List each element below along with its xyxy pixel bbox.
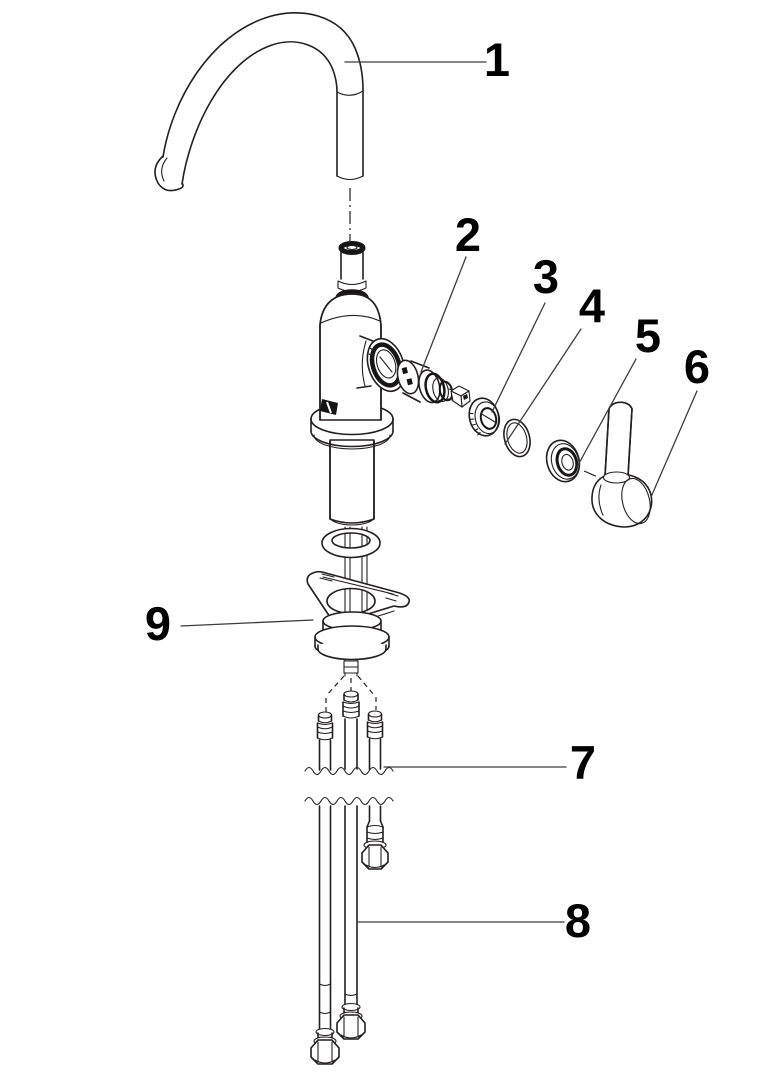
trim-cap-part xyxy=(545,439,581,483)
leader-4 xyxy=(504,328,582,445)
leader-2 xyxy=(420,256,467,373)
supply-connector-left xyxy=(316,711,334,771)
lever-handle-part xyxy=(591,401,653,528)
spout-part xyxy=(154,12,364,192)
compression-fitting-middle xyxy=(336,1002,366,1040)
supply-connector-right xyxy=(366,710,384,770)
supply-hoses-lower xyxy=(318,805,382,1032)
axis-dash-5-6 xyxy=(583,470,601,479)
cartridge-part xyxy=(396,359,471,408)
leader-lines xyxy=(180,61,698,923)
leader-9 xyxy=(180,619,314,627)
outlet-stub xyxy=(343,658,359,677)
leader-5 xyxy=(576,358,637,468)
supply-connector-middle xyxy=(342,690,360,770)
mounting-nut xyxy=(314,611,390,661)
leader-6 xyxy=(650,390,698,498)
base-oring xyxy=(321,527,381,559)
part-label-ring-nut: 3 xyxy=(533,250,559,303)
cartridge-ring-nut xyxy=(468,397,501,437)
part-label-handle: 6 xyxy=(684,340,710,393)
part-labels: 1 2 3 4 5 6 7 8 9 xyxy=(145,33,710,947)
break-lines xyxy=(304,766,394,806)
leader-3 xyxy=(491,302,546,413)
alignment-dashes xyxy=(325,675,377,712)
oring-part xyxy=(503,418,531,458)
faucet-body xyxy=(319,293,382,421)
part-label-cartridge: 2 xyxy=(455,208,481,261)
part-label-connectors: 7 xyxy=(570,736,596,789)
part-label-mounting-nut: 9 xyxy=(145,597,171,650)
compression-fitting-right xyxy=(361,820,389,870)
body-side-port xyxy=(356,335,406,393)
part-label-trim-cap: 5 xyxy=(635,309,661,362)
compression-fitting-left xyxy=(310,1027,340,1065)
body-shank xyxy=(329,439,375,526)
part-label-spout: 1 xyxy=(484,33,510,86)
part-label-oring: 4 xyxy=(579,279,605,332)
part-label-hose: 8 xyxy=(565,894,591,947)
